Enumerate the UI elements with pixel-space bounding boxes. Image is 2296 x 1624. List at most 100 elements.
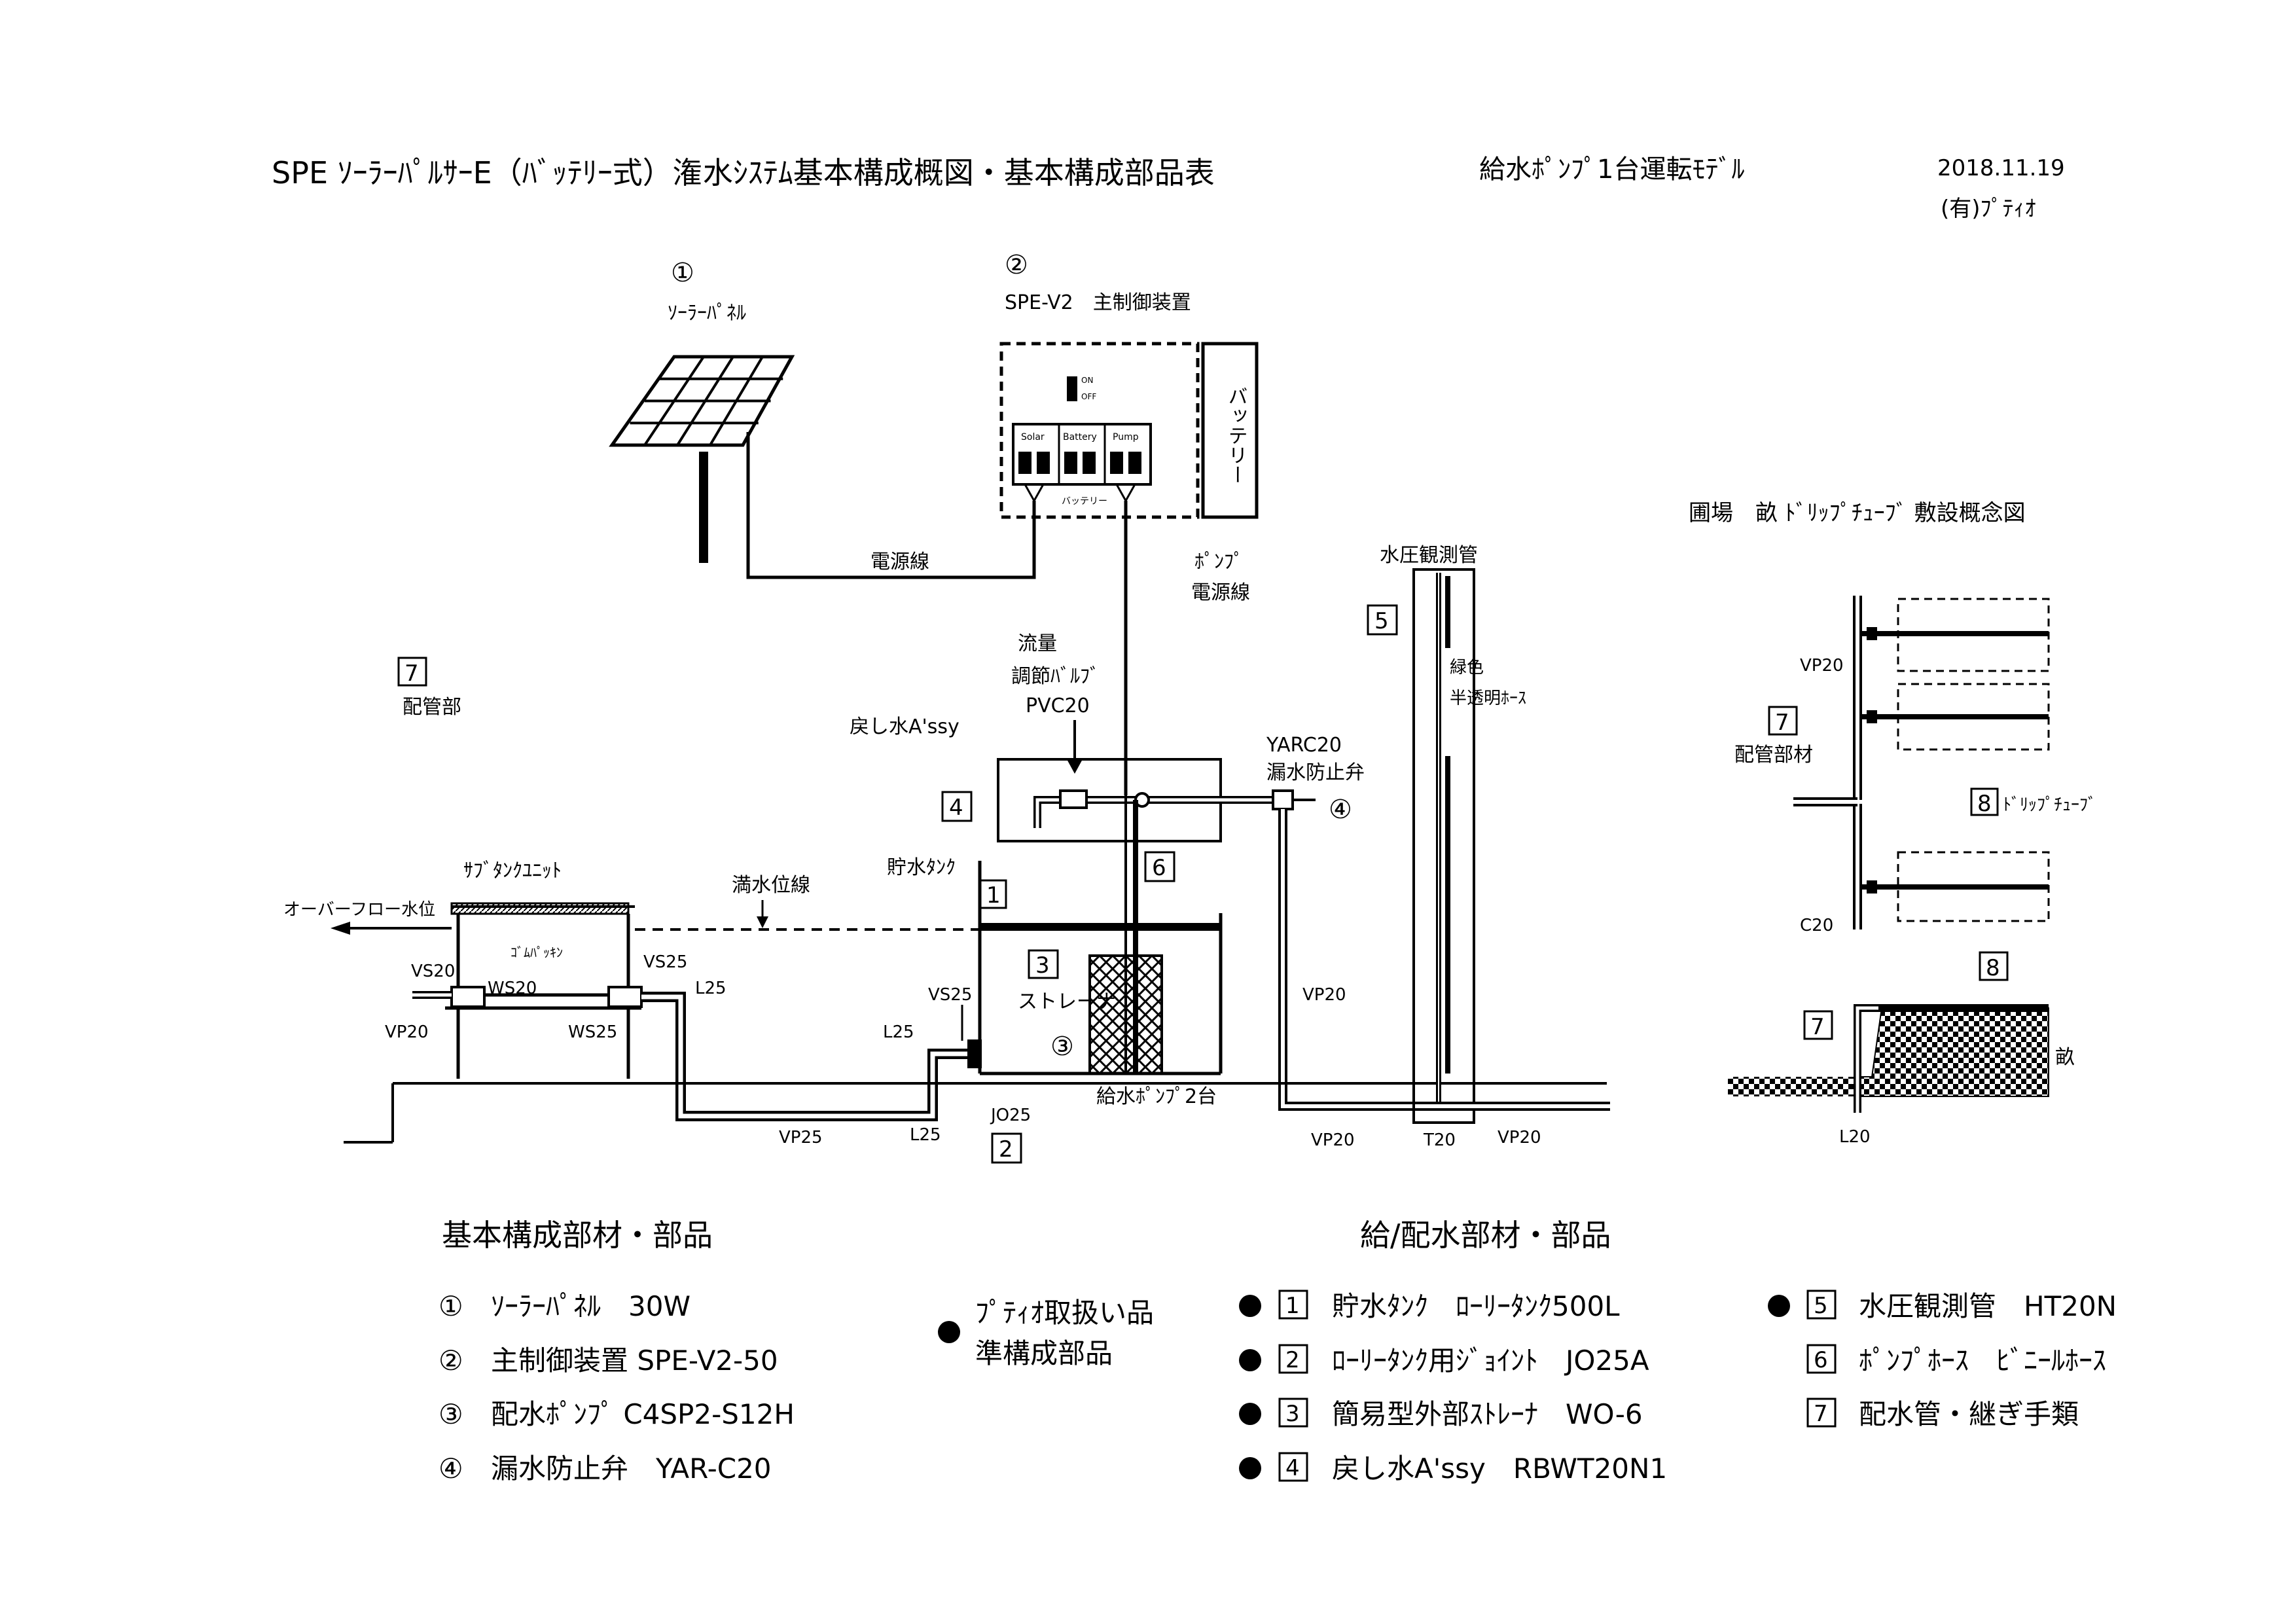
basic-part-text: 漏水防止弁 YAR-C20: [491, 1453, 772, 1485]
bullet-dot: [1239, 1295, 1261, 1317]
basic-part-num: ①: [439, 1290, 463, 1322]
return-water-assy: 流量 調節ﾊﾞﾙﾌﾞ PVC20 戻し水A'ssy: [850, 632, 1276, 842]
date-label: 2018.11.19: [1937, 155, 2065, 181]
return-water-number-box: [941, 791, 973, 822]
supply-parts-heading: 給/配水部材・部品: [1360, 1218, 1611, 1253]
power-line: [746, 432, 1036, 579]
l25-label-c: L25: [910, 1125, 941, 1145]
power-switch: [1067, 376, 1077, 401]
controller-number: ②: [1005, 250, 1028, 280]
full-water-label: 満水位線: [732, 874, 810, 897]
part-text: 簡易型外部ｽﾄﾚｰﾅ WO-6: [1332, 1398, 1643, 1430]
terminal-pump-label: Pump: [1113, 432, 1139, 442]
hose-number-box: [1144, 851, 1175, 882]
terminal-caption: バッテリー: [1062, 496, 1107, 507]
subtank-unit: ｻﾌﾞﾀﾝｸﾕﾆｯﾄ ｺﾞﾑﾊﾟｯｷﾝ VS20 WS20 VS25 WS25 …: [385, 859, 726, 1079]
drip-piping-number-box: [1768, 706, 1798, 736]
strainer-number: 3: [1035, 952, 1050, 979]
supply-pump-label: 給水ﾎﾟﾝﾌﾟ2台: [1096, 1085, 1217, 1108]
part-box: [1278, 1344, 1308, 1374]
part-box: [1278, 1290, 1308, 1320]
part-box-number: 6: [1814, 1347, 1828, 1373]
basic-part-num: ②: [439, 1344, 463, 1377]
drip-title: 圃場 畝 ﾄﾞﾘｯﾌﾟﾁｭｰﾌﾞ 敷設概念図: [1689, 500, 2026, 526]
ridge-piping-number: 7: [1810, 1014, 1825, 1040]
solar-panel-grid: [630, 355, 783, 446]
parts-list: 基本構成部材・部品 給/配水部材・部品 ① ｿｰﾗｰﾊﾟﾈﾙ 30W ② 主制御…: [439, 1218, 2117, 1485]
basic-part-text: 主制御装置 SPE-V2-50: [491, 1344, 778, 1377]
legend-label-2: 準構成部品: [975, 1337, 1113, 1369]
pressure-tube: 水圧観測管 5 緑色 半透明ﾎｰｽ T20: [1367, 544, 1610, 1150]
pressure-tube-number: 5: [1374, 608, 1389, 634]
drip-vp20-label: VP20: [1800, 656, 1844, 676]
ridge-number-box: [1979, 951, 2009, 981]
hose-number: 6: [1152, 855, 1166, 881]
l25-label-b: L25: [883, 1022, 914, 1042]
valve-number: ④: [1329, 795, 1352, 825]
ridge-label: 畝: [2055, 1046, 2075, 1069]
vp25-pipe: [641, 992, 969, 1121]
pump-power-label-1: ﾎﾟﾝﾌﾟ: [1194, 550, 1244, 573]
pump-number: ③: [1050, 1032, 1074, 1062]
terminal-block: [1012, 423, 1152, 486]
overflow-label: オーバーフロー水位: [283, 900, 435, 920]
legend-label-1: ﾌﾟﾃｨｵ取扱い品: [975, 1297, 1154, 1329]
part-box-number: 3: [1285, 1401, 1300, 1427]
part-text: 戻し水A'ssy RBWT20N1: [1332, 1453, 1667, 1485]
jo25-joint: [967, 1039, 982, 1068]
vs25-label-a: VS25: [643, 952, 687, 972]
controller-label: SPE-V2 主制御装置: [1005, 291, 1191, 314]
t20-label: T20: [1423, 1130, 1456, 1150]
part-text: ﾛｰﾘｰﾀﾝｸ用ｼﾞｮｲﾝﾄ JO25A: [1332, 1344, 1649, 1377]
return-water-label: 戻し水A'ssy: [850, 715, 960, 738]
drip-tube-label: ﾄﾞﾘｯﾌﾟﾁｭｰﾌﾞ: [2003, 795, 2096, 815]
bullet-dot: [1239, 1457, 1261, 1479]
part-text: 配水管・継ぎ手類: [1859, 1398, 2079, 1430]
solar-panel: ① ｿｰﾗｰﾊﾟﾈﾙ: [609, 258, 795, 563]
vp20-label-b: VP20: [1302, 985, 1346, 1005]
basic-part-num: ③: [439, 1398, 463, 1430]
piping-number: 7: [404, 660, 419, 687]
drip-tube-number-box: [1970, 787, 1999, 816]
terminal-solar-label: Solar: [1021, 432, 1045, 442]
ridge-shape: [1858, 1007, 2049, 1097]
flow-valve-label-1: 流量: [1018, 632, 1057, 655]
subtank-label: ｻﾌﾞﾀﾝｸﾕﾆｯﾄ: [463, 859, 562, 882]
controller-box: [999, 342, 1200, 519]
piping-label: 配管部: [403, 696, 461, 719]
switch-off-label: OFF: [1081, 392, 1096, 401]
supply-parts-col1: 1 貯水ﾀﾝｸ ﾛｰﾘｰﾀﾝｸ500L 2 ﾛｰﾘｰﾀﾝｸ用ｼﾞｮｲﾝﾄ JO2…: [1239, 1290, 1667, 1485]
yarc-label-1: YARC20: [1266, 734, 1342, 757]
switch-on-label: ON: [1081, 376, 1093, 385]
part-box: [1278, 1452, 1308, 1482]
header: SPE ｿｰﾗｰﾊﾟﾙｻｰE（ﾊﾞｯﾃﾘｰ式）潅水ｼｽﾃﾑ基本構成概図・基本構成…: [272, 154, 2065, 222]
drip-c20-label: C20: [1800, 916, 1833, 935]
basic-parts-heading: 基本構成部材・部品: [442, 1218, 713, 1253]
joint-number-box: [991, 1132, 1022, 1164]
pressure-tube-box: [1412, 568, 1475, 1124]
basic-parts: ① ｿｰﾗｰﾊﾟﾈﾙ 30W ② 主制御装置 SPE-V2-50 ③ 配水ﾎﾟﾝ…: [439, 1290, 795, 1485]
terminal-screws: [1018, 452, 1141, 474]
pressure-tube-number-box: [1367, 604, 1398, 636]
pressure-tube-label: 水圧観測管: [1380, 544, 1478, 567]
water-surface: [980, 923, 1221, 931]
solar-panel-label: ｿｰﾗｰﾊﾟﾈﾙ: [668, 302, 746, 325]
drip-piping-number: 7: [1775, 710, 1789, 736]
part-text: ﾎﾟﾝﾌﾟﾎｰｽ ﾋﾞﾆｰﾙﾎｰｽ: [1859, 1344, 2106, 1377]
part-text: 貯水ﾀﾝｸ ﾛｰﾘｰﾀﾝｸ500L: [1332, 1290, 1620, 1322]
part-box-number: 1: [1285, 1293, 1300, 1319]
basic-part-text: ｿｰﾗｰﾊﾟﾈﾙ 30W: [491, 1290, 691, 1322]
vp20-downpipe: [1278, 809, 1424, 1111]
battery-box: [1201, 342, 1259, 519]
storage-tank: 貯水ﾀﾝｸ 1 3 ストレーナ ③ 6 給水ﾎﾟﾝﾌﾟ2台: [887, 795, 1223, 1108]
leak-valve-icon: [1272, 789, 1294, 810]
company-label: (有)ﾌﾟﾃｨｵ: [1941, 196, 2036, 222]
piping-number-box: [397, 657, 427, 687]
drip-l20-label: L20: [1839, 1127, 1871, 1147]
vp20-label-d: VP20: [1498, 1128, 1541, 1147]
joint-number: 2: [999, 1136, 1013, 1163]
drip-tube-number: 8: [1977, 791, 1992, 817]
part-box: [1278, 1398, 1308, 1428]
part-box-number: 5: [1814, 1293, 1828, 1319]
ridge-number: 8: [1986, 955, 2000, 981]
